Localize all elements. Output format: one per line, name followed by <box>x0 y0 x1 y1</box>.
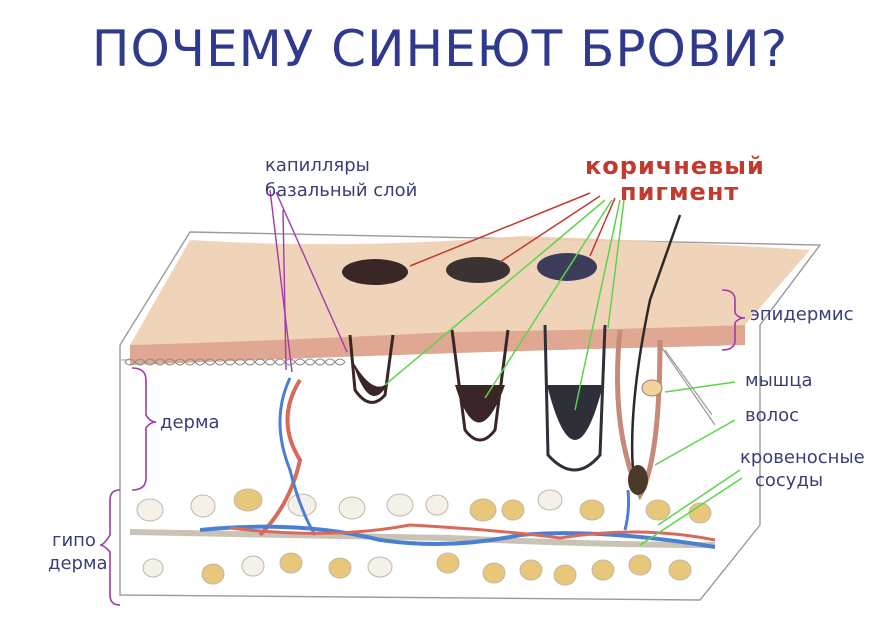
red-arrows <box>409 192 616 267</box>
epidermis-top-surface <box>130 236 810 345</box>
page-title: ПОЧЕМУ СИНЕЮТ БРОВИ? <box>91 20 789 78</box>
label-hypo-derma: дерма <box>48 553 108 574</box>
hair-follicle <box>615 214 716 501</box>
label-capillaries: капилляры <box>265 155 370 176</box>
pigment-spot-2 <box>446 257 510 283</box>
label-muscle: мышца <box>745 370 813 391</box>
label-basal-layer: базальный слой <box>265 180 418 201</box>
pigment-spot-3 <box>537 253 597 281</box>
label-blood-vessels-2: сосуды <box>755 470 824 491</box>
purple-pointer-lines <box>269 189 348 373</box>
blood-vessels <box>129 377 716 549</box>
basal-layer <box>124 358 346 366</box>
fat-cells <box>136 488 712 586</box>
pigment-cone-2 <box>450 329 510 442</box>
green-arrows <box>384 199 743 546</box>
label-epidermis: эпидермис <box>750 304 854 325</box>
label-dermis: дерма <box>160 412 220 433</box>
pigment-cone-3 <box>543 324 607 472</box>
brackets <box>99 289 746 606</box>
label-blood-vessels: кровеносные <box>740 447 865 468</box>
label-hypo: гипо <box>52 530 96 551</box>
label-brown: коричневый <box>585 152 765 180</box>
pigment-spot-1 <box>342 259 408 285</box>
label-hair: волос <box>745 405 800 426</box>
pigment-cone-1 <box>348 334 395 404</box>
label-pigment: пигмент <box>620 178 740 206</box>
